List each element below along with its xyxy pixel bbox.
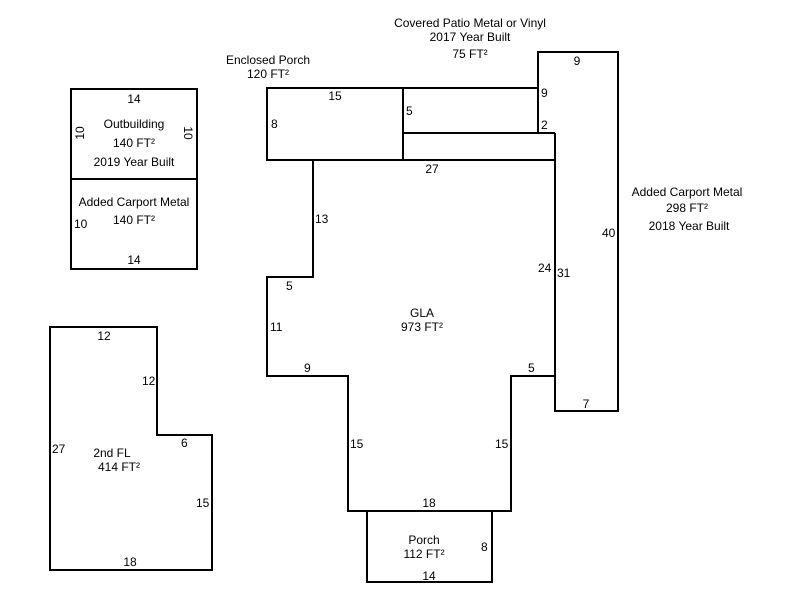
covered-patio-outline: [403, 87, 539, 133]
carport-large-year: 2018 Year Built: [649, 219, 730, 233]
porch-label: Porch: [408, 533, 439, 547]
gla-right-dim: 24: [538, 261, 552, 275]
covered-patio-left-dim: 5: [406, 104, 413, 118]
outbuilding-year: 2019 Year Built: [94, 155, 175, 169]
second-floor-right-lower-dim: 15: [196, 496, 210, 510]
outbuilding-left-dim: 10: [73, 126, 87, 140]
covered-patio-step-dim: 2: [541, 118, 548, 132]
second-floor-step-dim: 6: [181, 436, 188, 450]
gla-left-dim: 11: [270, 320, 283, 334]
second-floor-outline: [49, 326, 213, 571]
second-floor-top-dim: 12: [97, 329, 111, 343]
gla-outline: [266, 160, 555, 512]
gla-step-left-dim: 5: [286, 279, 293, 293]
covered-patio-year: 2017 Year Built: [430, 30, 511, 44]
enclosed-porch-top-dim: 15: [328, 89, 342, 103]
gla-bottom-dim: 18: [422, 496, 436, 510]
gla-area: 973 FT²: [401, 320, 443, 334]
porch-right-dim: 8: [481, 540, 488, 554]
carport-small-left-dim: 10: [74, 217, 88, 231]
outbuilding-right-dim: 10: [181, 126, 195, 140]
covered-patio-right-dim: 9: [541, 86, 548, 100]
porch-area: 112 FT²: [403, 547, 444, 561]
carport-small-bottom-dim: 14: [127, 253, 141, 267]
carport-large-top-dim: 9: [574, 54, 581, 68]
carport-large-bottom-dim: 7: [583, 397, 590, 411]
gla-top-dim: 27: [425, 162, 439, 176]
carport-large-right-dim: 40: [602, 226, 616, 240]
carport-large-left-dim: 31: [557, 266, 571, 280]
second-floor-area: 414 FT²: [98, 460, 140, 474]
gla-step-bottom-left-dim: 9: [304, 361, 311, 375]
outbuilding-area: 140 FT²: [113, 136, 155, 150]
outbuilding-top-dim: 14: [127, 92, 141, 106]
carport-small-label: Added Carport Metal: [79, 195, 190, 209]
second-floor-bottom-dim: 18: [123, 555, 137, 569]
gla-step-right-dim: 5: [528, 361, 535, 375]
gla-label: GLA: [410, 306, 434, 320]
covered-patio-area: 75 FT²: [452, 47, 487, 61]
enclosed-porch-label: Enclosed Porch: [226, 53, 310, 67]
enclosed-porch-area: 120 FT²: [247, 67, 289, 81]
second-floor-label: 2nd FL: [93, 446, 131, 460]
carport-small-area: 140 FT²: [113, 213, 155, 227]
carport-large-outline: [537, 51, 619, 412]
carport-large-area: 298 FT²: [666, 201, 708, 215]
gla-lower-left-dim: 15: [350, 437, 364, 451]
porch-outline: [366, 510, 493, 583]
porch-bottom-dim: 14: [422, 569, 436, 583]
covered-patio-label: Covered Patio Metal or Vinyl: [394, 16, 546, 30]
enclosed-porch-left-dim: 8: [271, 117, 278, 131]
second-floor-left-dim: 27: [52, 442, 66, 456]
second-floor-right-upper-dim: 12: [142, 374, 156, 388]
carport-large-label: Added Carport Metal: [632, 185, 743, 199]
outbuilding-label: Outbuilding: [104, 117, 165, 131]
gla-lower-right-dim: 15: [495, 437, 509, 451]
gla-left-upper-dim: 13: [315, 212, 329, 226]
